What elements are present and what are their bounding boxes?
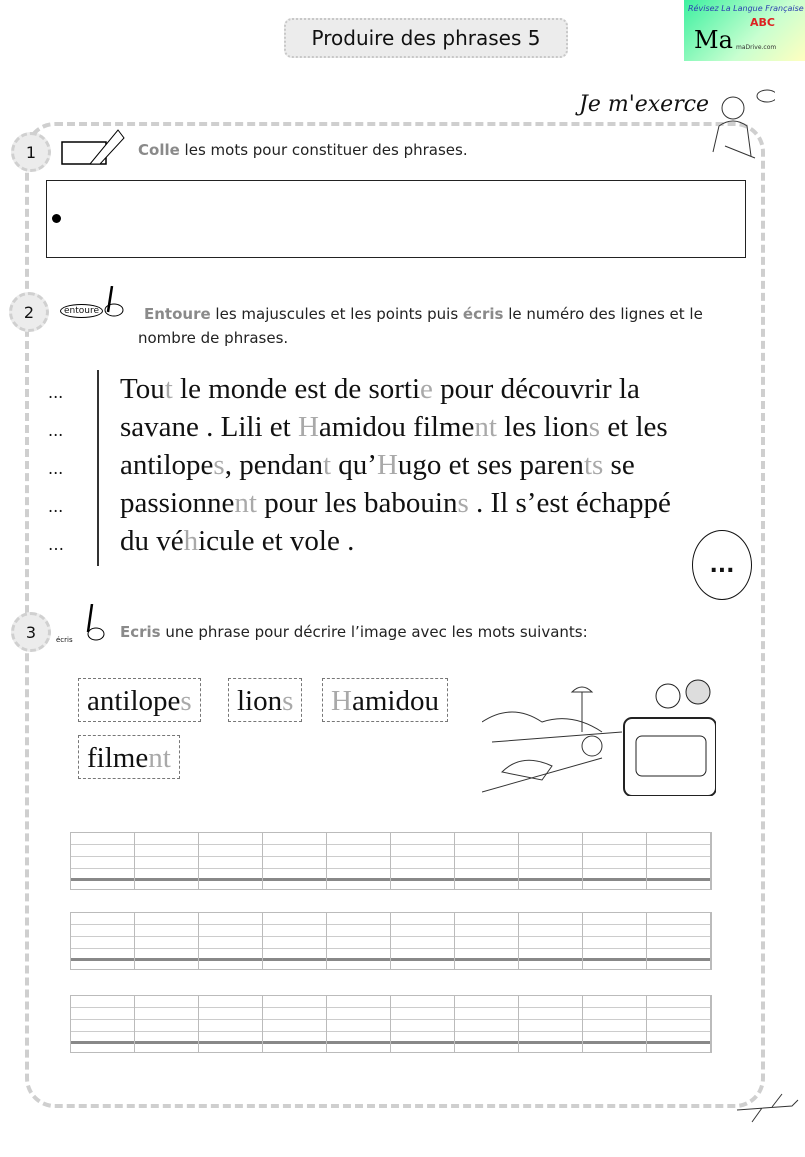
instruction-verb: Ecris	[120, 623, 161, 641]
bullet-icon	[52, 214, 61, 223]
line-number-blank[interactable]: ...	[48, 383, 64, 402]
instruction-verb: Entoure	[144, 305, 211, 323]
word-segment: filme	[87, 742, 149, 774]
silent-letters: s	[457, 487, 469, 519]
line-number-blank[interactable]: ...	[48, 421, 64, 440]
passage-segment: passionne	[120, 487, 235, 519]
silent-letters: s	[282, 685, 294, 717]
passage-segment: pour les babouin	[256, 487, 458, 519]
ecris-label: écris	[56, 636, 73, 644]
exercise1-instruction: Colle les mots pour constituer des phras…	[138, 138, 468, 162]
logo-url: maDrive.com	[736, 44, 777, 51]
silent-letters: t	[164, 373, 173, 405]
word-card[interactable]: Hamidou	[322, 678, 448, 722]
silent-letters: nt	[148, 742, 171, 774]
line-number-blank[interactable]: ...	[48, 459, 64, 478]
section-label: Je m'exerce	[575, 92, 714, 117]
line-number-blank[interactable]: ...	[48, 497, 64, 516]
passage-segment: se	[603, 449, 635, 481]
passage-line: savane . Lili et Hamidou filment les lio…	[120, 408, 671, 446]
passage-segment: antilope	[120, 449, 214, 481]
silent-letters: H	[376, 449, 398, 481]
exercise-number-2: 2	[9, 292, 49, 332]
silent-letters: t	[322, 449, 332, 481]
passage-segment: du vé	[120, 525, 184, 557]
site-logo: Révisez La Langue Française ABC Ma maDri…	[684, 0, 805, 61]
passage-segment: , pendan	[224, 449, 323, 481]
instruction-verb: Colle	[138, 141, 180, 159]
instruction-text: les mots pour constituer des phrases.	[179, 141, 468, 159]
writing-lines-3[interactable]	[70, 995, 712, 1053]
word-segment: antilope	[87, 685, 181, 717]
passage-segment: . Il s’est échappé	[468, 487, 671, 519]
instruction-text: les majuscules et les points puis	[210, 305, 463, 323]
passage-line: passionnent pour les babouins . Il s’est…	[120, 484, 671, 522]
passage-segment: ugo et ses paren	[397, 449, 584, 481]
passage-segment: qu’	[331, 449, 377, 481]
writing-hand-icon	[86, 604, 105, 641]
exercise3-instruction: Ecris une phrase pour décrire l’image av…	[120, 620, 588, 644]
passage-segment: icule et vole .	[198, 525, 355, 557]
passage-text: Tout le monde est de sortie pour découvr…	[120, 370, 671, 560]
logo-abc: ABC	[750, 16, 775, 29]
passage-segment: Tou	[120, 373, 165, 405]
airplane-icon	[736, 1093, 799, 1123]
silent-letters: s	[588, 411, 601, 443]
passage-segment: savane . Lili et	[120, 411, 298, 443]
instruction-text: le numéro des lignes et le nombre de phr…	[138, 305, 703, 347]
sentence-count-blank[interactable]: ...	[692, 530, 752, 600]
girl-illustration-icon	[712, 89, 775, 159]
exercise2-instruction: Entoure les majuscules et les points pui…	[138, 302, 738, 350]
passage-segment: pour découvrir la	[432, 373, 640, 405]
line-number-blank[interactable]: …	[48, 535, 64, 554]
instruction-text: une phrase pour décrire l’image avec les…	[160, 623, 588, 641]
entoure-icon: entoure	[60, 304, 104, 318]
passage-segment: les lion	[496, 411, 589, 443]
passage-segment: le monde est de sorti	[172, 373, 421, 405]
line-number-blanks: ............ …	[48, 374, 64, 564]
writing-lines-1[interactable]	[70, 832, 712, 890]
silent-letters: nt	[234, 487, 257, 519]
exercise-number-1: 1	[11, 132, 51, 172]
word-segment: lion	[237, 685, 283, 717]
word-card[interactable]: antilopes	[78, 678, 201, 722]
word-card[interactable]: lions	[228, 678, 303, 722]
pencil-icon	[104, 286, 124, 317]
silent-letters: e	[420, 373, 433, 405]
silent-letters: ts	[583, 449, 604, 481]
passage-segment: et les	[600, 411, 668, 443]
silent-letters: s	[213, 449, 225, 481]
safari-illustration	[482, 679, 716, 796]
passage-line: du véhicule et vole .	[120, 522, 671, 560]
silent-letters: s	[180, 685, 192, 717]
exercise-number-3: 3	[11, 612, 51, 652]
instruction-verb: écris	[462, 305, 504, 323]
silent-letters: H	[331, 685, 352, 717]
writing-lines-2[interactable]	[70, 912, 712, 970]
silent-letters: h	[183, 525, 199, 557]
paste-icon	[61, 129, 125, 165]
logo-tagline: Révisez La Langue Française	[688, 4, 804, 13]
logo-ma: Ma	[694, 26, 733, 54]
divider-line	[97, 370, 99, 566]
word-card[interactable]: filment	[78, 735, 180, 779]
word-segment: amidou	[351, 685, 439, 717]
page-title: Produire des phrases 5	[284, 18, 568, 58]
silent-letters: H	[297, 411, 319, 443]
passage-line: Tout le monde est de sortie pour découvr…	[120, 370, 671, 408]
paste-answer-area[interactable]	[46, 180, 746, 258]
passage-line: antilopes, pendant qu’Hugo et ses parent…	[120, 446, 671, 484]
silent-letters: nt	[474, 411, 497, 443]
passage-segment: amidou filme	[318, 411, 475, 443]
